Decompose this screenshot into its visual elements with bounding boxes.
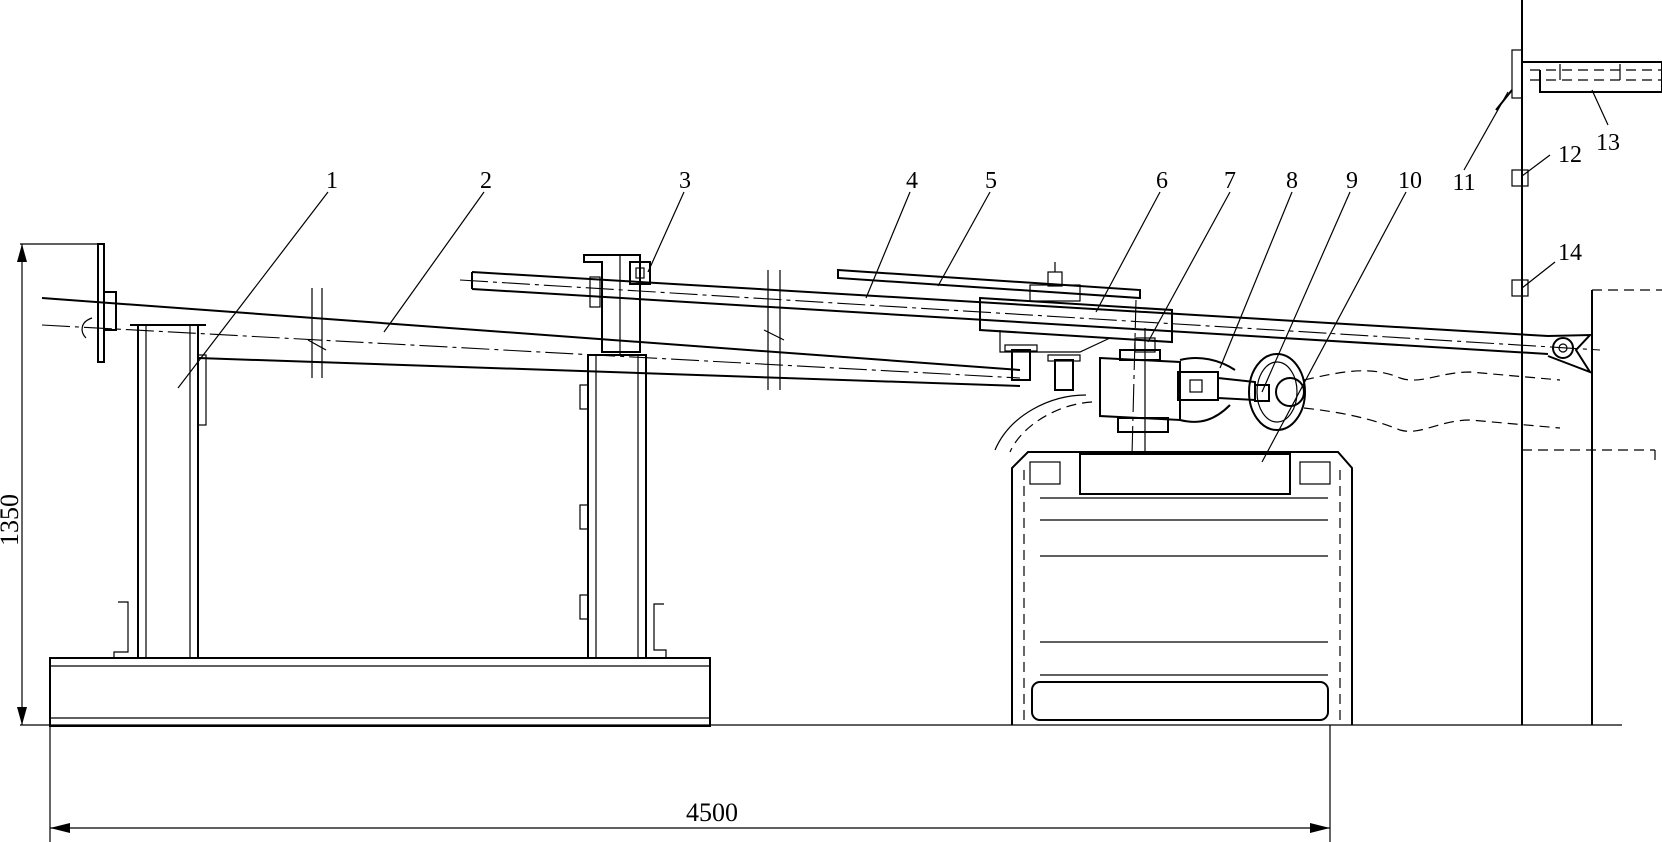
label-14: 14 [1558,240,1582,266]
left-column [113,324,207,659]
drill-housing [979,262,1173,353]
label-11: 11 [1452,170,1475,196]
base-frame [49,657,711,727]
label-13: 13 [1596,130,1620,156]
drill-rod [459,271,1601,375]
label-12: 12 [1558,142,1582,168]
middle-column [579,254,667,659]
feed-bar [837,268,1141,300]
leader-lines [177,89,1609,463]
mine-cart [1011,451,1353,725]
label-1: 1 [326,168,338,194]
part-labels: 1 2 3 4 5 6 7 8 9 10 11 12 13 14 [326,130,1620,266]
label-7: 7 [1224,168,1236,194]
label-3: 3 [679,168,691,194]
label-9: 9 [1346,168,1358,194]
length-dimension-text: 4500 [686,798,738,827]
label-2: 2 [480,168,492,194]
label-6: 6 [1156,168,1168,194]
height-dimension: 1350 [0,243,100,725]
label-8: 8 [1286,168,1298,194]
label-4: 4 [906,168,918,194]
height-dimension-text: 1350 [0,494,24,546]
guide-beam [41,243,1021,390]
length-dimension: 4500 [49,725,1331,842]
label-5: 5 [985,168,997,194]
right-wall [1495,0,1662,725]
carriage [994,299,1561,456]
label-10: 10 [1398,168,1422,194]
